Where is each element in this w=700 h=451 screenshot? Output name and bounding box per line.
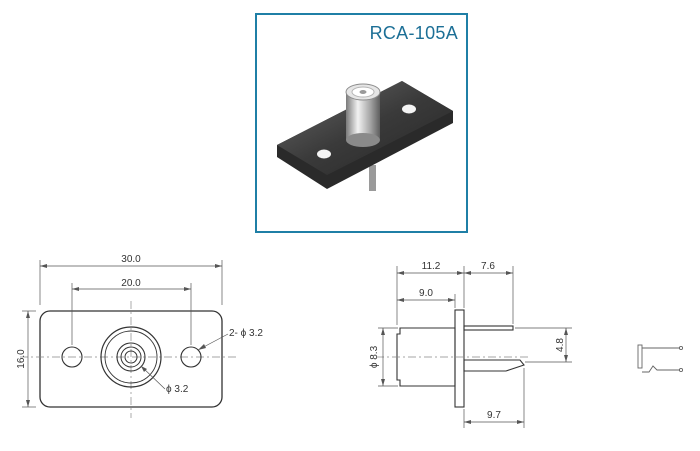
arrow-head — [506, 271, 513, 275]
arrow-head — [517, 420, 524, 424]
arrow-head — [397, 271, 404, 275]
rca-barrel-base — [346, 133, 380, 147]
arrow-head — [564, 328, 568, 335]
overall-width-label: 30.0 — [121, 254, 141, 265]
model-title: RCA-105A — [369, 23, 458, 43]
terminal-offset-label: 4.8 — [555, 338, 566, 352]
front-dimensions — [22, 260, 229, 408]
product-photo-frame: RCA-105A — [255, 13, 468, 233]
arrow-head — [198, 344, 206, 350]
front-dimension-labels: 30.0 20.0 16.0 2- ϕ 3.2 ϕ 3.2 — [16, 254, 263, 395]
arrow-head — [397, 298, 404, 302]
mounting-hole — [317, 149, 331, 159]
connector-photo — [277, 81, 453, 191]
terminal-length-label: 9.7 — [487, 410, 501, 421]
arrow-head — [464, 271, 471, 275]
body-diameter-label: ϕ 8.3 — [369, 345, 380, 368]
height-label: 16.0 — [16, 349, 27, 369]
front-mounting-hole-left — [61, 346, 83, 368]
front-jack-barrel — [116, 342, 146, 372]
arrow-head — [381, 379, 385, 386]
arrow-head — [72, 287, 79, 291]
front-plate-outline — [39, 310, 223, 408]
arrow-head — [381, 328, 385, 335]
hole-callout-label: 2- ϕ 3.2 — [229, 328, 263, 339]
arrow-head — [464, 420, 471, 424]
arrow-head — [564, 355, 568, 362]
rca-center-contact — [359, 90, 367, 94]
hole-spacing-label: 20.0 — [121, 278, 141, 289]
side-view — [376, 309, 530, 408]
side-dimension-labels: 11.2 7.6 9.0 ϕ 8.3 4.8 9.7 — [369, 261, 566, 421]
arrow-head — [184, 287, 191, 291]
front-jack-insulator — [120, 346, 142, 368]
arrow-head — [457, 271, 464, 275]
mounting-hole — [402, 104, 416, 114]
front-jack-flange — [104, 330, 158, 384]
side-mounting-plate — [454, 309, 465, 408]
rear-pin — [369, 165, 376, 191]
arrow-head — [26, 400, 30, 407]
arrow-head — [448, 298, 455, 302]
front-view — [20, 301, 238, 418]
arrow-head — [215, 264, 222, 268]
center-hole-label: ϕ 3.2 — [166, 384, 189, 395]
length-front-label: 11.2 — [422, 261, 441, 272]
schematic-terminal-sleeve — [678, 345, 684, 351]
arrow-head — [40, 264, 47, 268]
front-jack-outer-ring — [100, 326, 162, 388]
arrow-head — [141, 366, 147, 372]
schematic-jack-body — [637, 344, 643, 369]
front-mounting-hole-right — [180, 346, 202, 368]
side-upper-terminal — [463, 325, 514, 331]
schematic-terminal-tip — [678, 367, 684, 373]
side-dimensions — [378, 266, 572, 428]
side-lower-terminal — [463, 359, 525, 372]
body-length-label: 9.0 — [419, 288, 433, 299]
arrow-head — [26, 311, 30, 318]
length-rear-label: 7.6 — [481, 261, 495, 272]
front-jack-pin — [124, 350, 138, 364]
schematic-tip-line — [642, 365, 680, 373]
jack-schematic-symbol — [637, 344, 684, 373]
